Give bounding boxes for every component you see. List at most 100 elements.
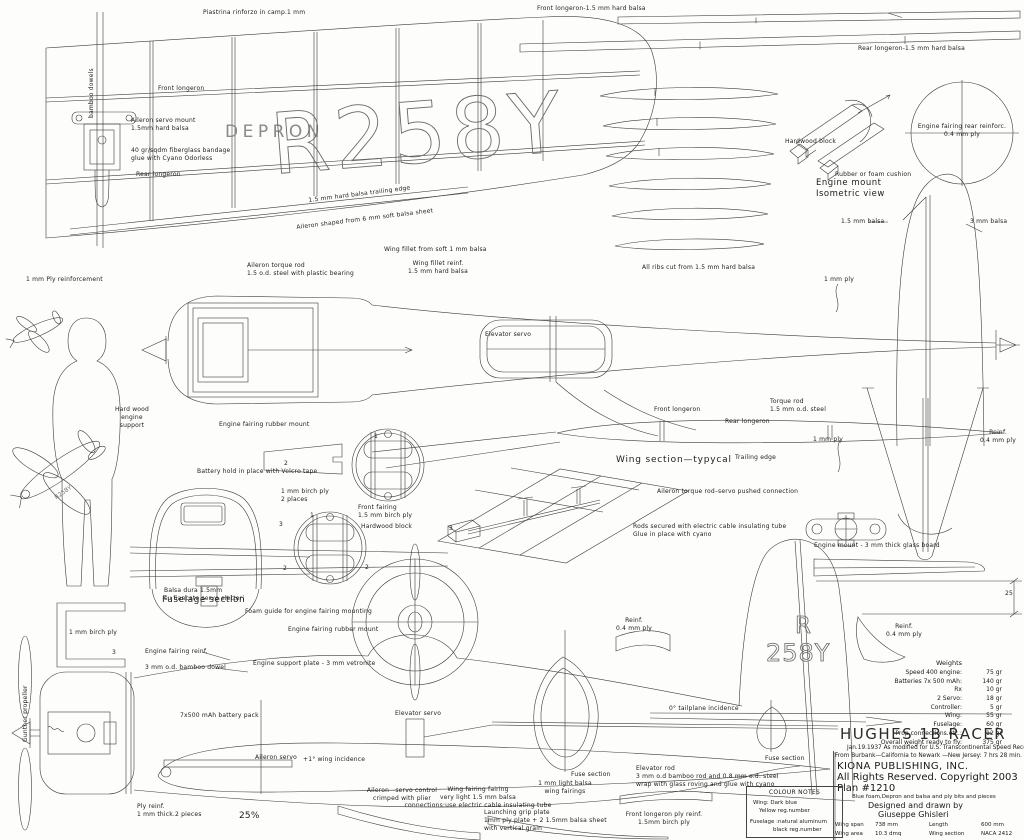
spec-value: 600 mm [981, 822, 1004, 828]
fin-front-view [862, 387, 989, 561]
annotation: Front longeron-1.5 mm hard balsa [537, 5, 646, 12]
plan-subtitle-2: From Burbank—California to Newark —New J… [835, 753, 1024, 759]
weights-heading: Weights [936, 659, 963, 667]
annotation: Reinf. 0.4 mm ply [979, 429, 1017, 444]
longeron-strips [519, 10, 1021, 53]
annotation: 3 [279, 521, 284, 528]
wing-section-airfoil [371, 419, 1004, 469]
annotation: 7x500 mAh battery pack [180, 712, 259, 719]
annotation: 40 gr/sqdm fiberglass bandage glue with … [131, 147, 231, 162]
spec-value: NACA 2412 [981, 830, 1013, 837]
annotation: Engine fairing rubber mount [219, 421, 310, 428]
annotation: Wing section—typycal [616, 455, 732, 465]
fin-profile-template [869, 173, 985, 447]
annotation: 1 mm ply [813, 436, 843, 443]
materials-note: Blue foam,Depron and balsa and ply bits … [852, 794, 996, 800]
annotation: Launching grip plate 1mm ply plate + 2 1… [484, 809, 607, 832]
annotation: Reinf. 0.4 mm ply [615, 617, 653, 632]
engine-mount-top-view [805, 512, 953, 547]
annotation: Torque rod 1.5 mm o.d. steel [770, 398, 827, 413]
wing-registration: R258Y [267, 73, 569, 194]
annotation: +1° wing incidence [303, 756, 366, 763]
annotation: Hardwood block [785, 138, 837, 145]
aileron-linkage-detail [437, 467, 689, 564]
annotation: 1 mm birch ply 2 places [281, 488, 329, 503]
annotation: Wing fillet reinf. 1.5 mm hard balsa [408, 260, 468, 275]
wing-plan-view: DEPRON R258Y [45, 12, 657, 248]
title-block-rule [833, 751, 834, 840]
wing-material-label: DEPRON [225, 122, 324, 142]
annotation: Engine fairing reinf. [145, 648, 208, 655]
annotation: 0° tailplane incidence [669, 705, 739, 712]
weight-value: 140 gr [982, 677, 1002, 685]
annotation: 1 mm light balsa wing fairings [538, 780, 592, 795]
weight-value: 375 gr [982, 738, 1002, 746]
annotation: Front fairing 1.5 mm birch ply [358, 504, 413, 519]
annotation: Engine support plate - 3 mm vetronite [253, 660, 376, 667]
misc-parts [56, 602, 906, 840]
annotation: Front longeron [654, 406, 701, 413]
engine-fairing-circle [905, 80, 1019, 186]
weights-row: 2 Servo: 18 gr [850, 695, 1002, 704]
plan-number: Plan #1210 [837, 783, 896, 794]
annotation: Rear longeron-1.5 mm hard balsa [858, 45, 966, 52]
annotation: 1 mm birch ply [69, 629, 117, 636]
weights-row: Overall weight ready to fly: 375 gr [850, 739, 1002, 748]
colour-note-line: Fuselage :natural aluminum [750, 818, 827, 825]
weight-value: 60 gr [986, 721, 1002, 729]
weight-value: 18 gr [986, 695, 1002, 703]
weight-value: 5 gr [990, 703, 1002, 711]
weight-value: 10 gr [986, 686, 1002, 694]
annotation: 2 [283, 565, 288, 572]
weight-value: 55 gr [986, 712, 1002, 720]
annotation: 2 [284, 460, 289, 467]
annotation: 1 [310, 512, 315, 519]
weights-row: Wing: 55 gr [850, 712, 1002, 721]
annotation: Hardwood block [361, 523, 413, 530]
fin-side-view: R 258Y [699, 538, 856, 802]
annotation: 2 [365, 564, 370, 571]
weights-row: Rx 10 gr [850, 686, 1002, 695]
weight-label: Wing: [944, 712, 962, 720]
annotation: Battery hold in place with Velcro tape [197, 468, 318, 475]
fuselage-top-view [141, 295, 1020, 437]
annotation: Fuse section [765, 755, 805, 762]
fin-registration-top: R [795, 613, 811, 639]
leader-lines [201, 283, 841, 840]
annotation: Rods secured with electric cable insulat… [633, 523, 787, 538]
annotation: 1 mm ply [824, 276, 854, 283]
spec-value: 10.3 dmq [875, 830, 902, 837]
weights-row: Prop.connections.etc.:12 gr [850, 730, 1002, 739]
annotation: Fuse section [571, 771, 611, 778]
annotation: Front longeron [158, 85, 205, 92]
annotation: Elevator servo [395, 710, 442, 717]
stab-plan-part [813, 558, 1022, 618]
annotation: Elevator rod 3 mm o.d bamboo rod and 0.8… [636, 765, 779, 788]
publisher: KIONA PUBLISHING, INC. [837, 761, 969, 772]
annotation: Gunther propeller [22, 685, 29, 742]
spec-label: Wing span [835, 822, 864, 828]
annotation: Trailing edge [735, 454, 777, 461]
weights-row: Speed 400 engine:75 gr [850, 669, 1002, 678]
spec-value: 738 mm [875, 822, 898, 828]
weight-label: 2 Servo: [937, 695, 962, 703]
engine-mount-isometric [789, 94, 891, 181]
plan-subtitle-1: Jan.19.1937 As modified for U.S. Transco… [847, 745, 1024, 751]
spec-label: Length [929, 822, 948, 828]
weight-label: Rx [954, 686, 962, 694]
annotation: Rubber or foam cushion [835, 171, 912, 178]
spec-label: Wing section [929, 830, 965, 837]
weight-label: Overall weight ready to fly: [880, 738, 962, 746]
weights-row: Controller:5 gr [850, 704, 1002, 713]
annotation: Piastrina rinforzo in camp.1 mm [203, 9, 306, 16]
fin-registration-bottom: 258Y [766, 639, 830, 667]
colour-note-line: Yellow reg.number [759, 808, 810, 815]
nose-front-view [351, 543, 479, 701]
weight-label: Prop.connections.etc.: [895, 729, 962, 737]
